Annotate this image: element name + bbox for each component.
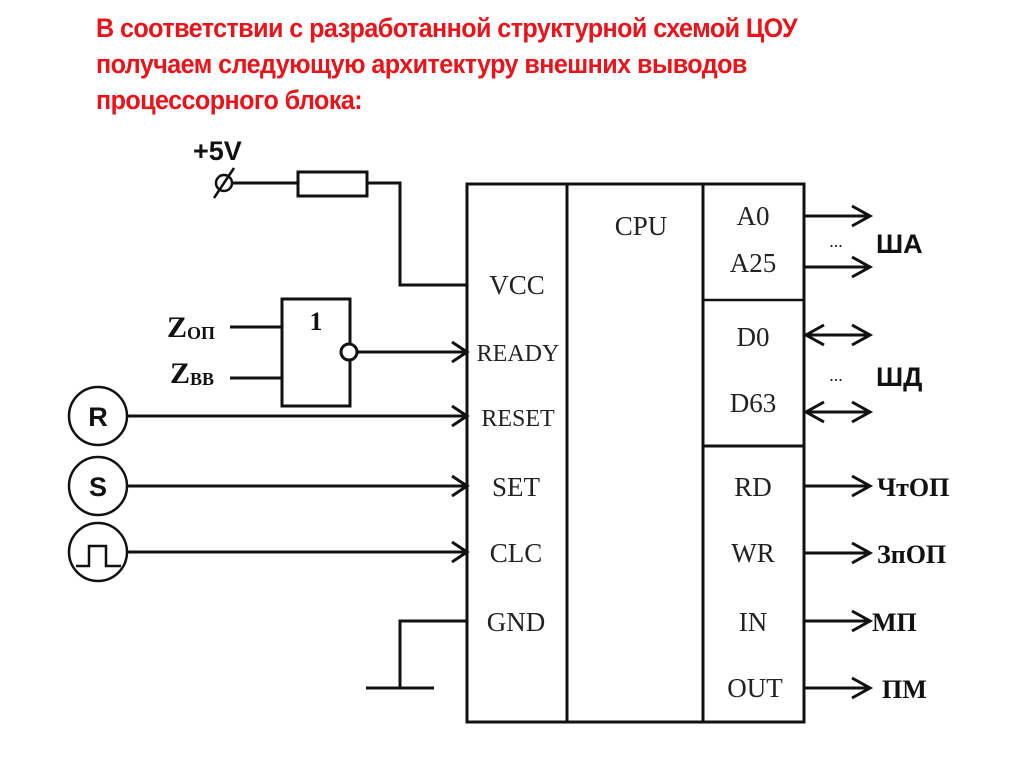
pin-out: OUT <box>727 673 783 703</box>
data-ellipsis: ... <box>829 365 843 385</box>
svg-text:S: S <box>89 472 107 502</box>
arrow-a25-icon <box>851 255 874 279</box>
signal-read-mem: ЧтОП <box>877 473 949 502</box>
address-ellipsis: ... <box>829 231 843 251</box>
pin-ready: READY <box>477 341 560 367</box>
arrow-d63-left-icon <box>802 400 825 424</box>
pin-d63: D63 <box>730 388 777 418</box>
reset-source[interactable]: R <box>67 385 129 447</box>
title-line-1: В соответствии с разработанной структурн… <box>96 13 798 43</box>
slide-title: В соответствии с разработанной структурн… <box>96 10 933 118</box>
clock-generator[interactable] <box>67 521 129 583</box>
arrow-d63-right-icon <box>851 400 874 424</box>
set-source[interactable]: S <box>67 455 129 517</box>
svg-text:R: R <box>88 402 108 432</box>
power-terminal-icon <box>212 167 236 199</box>
cpu-label: CPU <box>615 211 668 241</box>
pin-clc: CLC <box>490 538 543 568</box>
pin-set: SET <box>492 472 541 502</box>
pin-rd: RD <box>734 472 772 502</box>
wire-gnd <box>398 619 467 688</box>
pin-a25: A25 <box>730 248 777 278</box>
pin-reset: RESET <box>481 406 555 432</box>
gate-label: 1 <box>310 307 323 336</box>
power-label: +5V <box>193 136 242 166</box>
signal-write-mem: ЗпОП <box>877 540 946 569</box>
inversion-bubble <box>339 342 359 362</box>
arrow-wr-icon <box>851 541 874 565</box>
title-line-2: получаем следующую архитектуру внешних в… <box>96 49 747 79</box>
arrow-rd-icon <box>851 474 874 498</box>
data-bus-label: ШД <box>876 362 922 392</box>
pin-wr: WR <box>731 538 775 568</box>
address-bus-label: ША <box>876 229 923 259</box>
arrow-d0-right-icon <box>851 323 874 347</box>
signal-pm: ПМ <box>882 675 927 704</box>
pin-a0: A0 <box>737 201 770 231</box>
pulse-icon <box>76 544 121 568</box>
pin-in: IN <box>739 607 768 637</box>
cpu-block <box>465 182 806 724</box>
title-line-3: процессорного блока: <box>96 85 363 115</box>
pin-d0: D0 <box>737 322 770 352</box>
pin-vcc: VCC <box>489 270 545 300</box>
arrow-d0-left-icon <box>802 323 825 347</box>
arrow-out-icon <box>851 676 874 700</box>
pin-gnd: GND <box>487 607 546 637</box>
resistor <box>296 170 369 198</box>
wire-vcc <box>367 181 467 287</box>
arrow-in-icon <box>851 609 874 633</box>
arrow-a0-icon <box>851 204 874 228</box>
gate-input-zop: ZОП <box>167 311 215 344</box>
signal-mp: МП <box>872 608 917 637</box>
gate-input-zbb: ZВВ <box>170 357 214 390</box>
